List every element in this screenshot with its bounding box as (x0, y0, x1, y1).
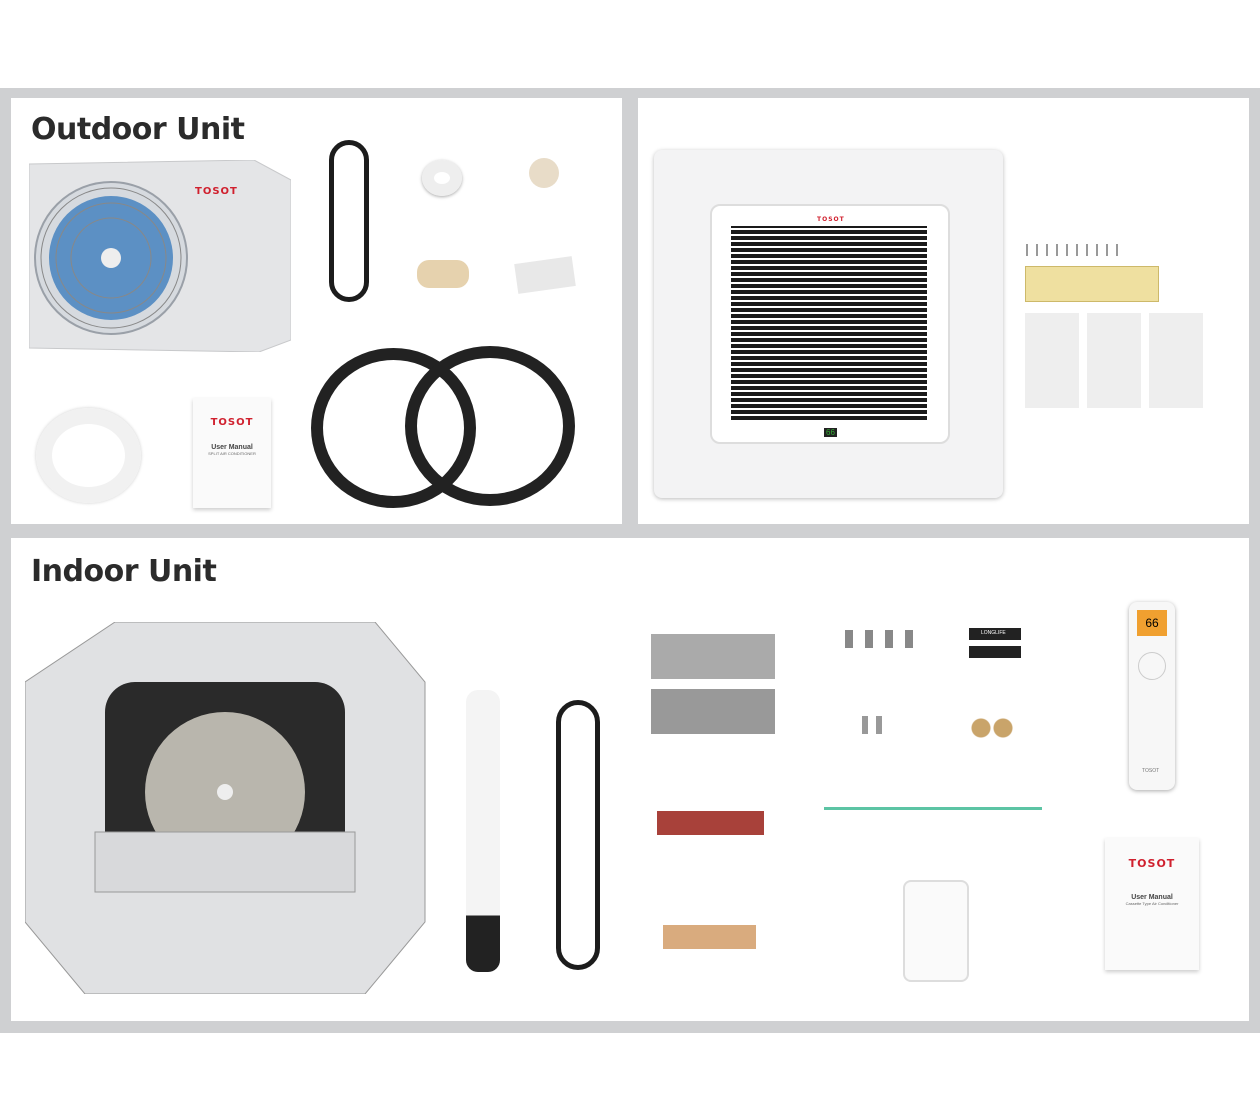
drain-hose-image (36, 408, 141, 503)
foam-strip-image (663, 925, 756, 949)
brass-nuts-image (969, 716, 1015, 740)
connection-cable-image (329, 140, 369, 302)
manual-brand: TOSOT (210, 417, 254, 428)
small-screws-image (862, 716, 888, 734)
remote-brand: TOSOT (1142, 768, 1160, 774)
putty-pack-image (514, 256, 576, 294)
indoor-cassette-body-image (24, 621, 431, 995)
red-tape-image (657, 811, 764, 835)
remote-holder-image (903, 880, 969, 982)
drain-elbow-image (529, 158, 559, 188)
foam-plugs-image (417, 260, 469, 288)
remote-control-image: 66 TOSOT (1129, 602, 1175, 790)
remote-display: 66 (1137, 610, 1167, 636)
copper-line-set-image-2 (405, 346, 575, 506)
battery-label: LONGLIFE (981, 630, 1006, 636)
batteries-image: LONGLIFE (969, 628, 1021, 658)
manual-subtitle: SPLIT AIR CONDITIONER (208, 451, 256, 456)
washer-ring-image (422, 160, 462, 196)
signal-cable-image (556, 700, 600, 970)
remote-dial (1138, 652, 1166, 680)
indoor-unit-title: Indoor Unit (31, 554, 217, 589)
manual-brand: TOSOT (1128, 857, 1176, 870)
outdoor-unit-image: TOSOT (28, 159, 292, 353)
outdoor-unit-title: Outdoor Unit (31, 112, 245, 147)
mounting-template-image (1025, 266, 1159, 302)
indoor-user-manual: TOSOT User Manual Cassette Type Air Cond… (1105, 838, 1199, 970)
outdoor-user-manual: TOSOT User Manual SPLIT AIR CONDITIONER (193, 398, 271, 508)
cassette-panel: TOSOT 66 (638, 98, 1249, 524)
screws-image (845, 630, 915, 648)
cassette-brand: TOSOT (817, 216, 845, 223)
indoor-unit-panel: Indoor Unit LONGLIFE 66 TOSOT TOSOT User… (11, 538, 1249, 1021)
manual-subtitle: Cassette Type Air Conditioner (1125, 901, 1179, 906)
screws-image (1026, 244, 1118, 256)
cassette-display: 66 (824, 428, 837, 437)
filters-image (1025, 313, 1203, 408)
cassette-vent-grille (731, 226, 927, 420)
manual-title: User Manual (1131, 894, 1173, 901)
insulation-sleeves-image (651, 634, 775, 734)
outdoor-unit-brand: TOSOT (195, 186, 238, 197)
drain-pipe-image (466, 690, 500, 972)
outdoor-unit-panel: Outdoor Unit TOSOT TOSOT User Manual SPL… (11, 98, 622, 524)
cassette-grille-image: TOSOT 66 (654, 150, 1003, 498)
cable-tie-image (824, 807, 1042, 810)
manual-title: User Manual (211, 444, 253, 451)
